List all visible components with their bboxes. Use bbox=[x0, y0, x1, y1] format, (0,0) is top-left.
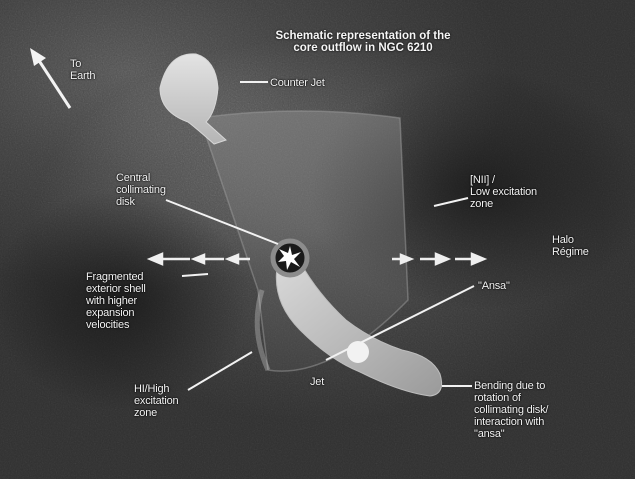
bending-label: Bending due to rotation of collimating d… bbox=[474, 380, 548, 440]
to-earth-arrow-shaft bbox=[36, 56, 70, 108]
fragmented-shell-label: Fragmented exterior shell with higher ex… bbox=[86, 271, 146, 331]
jet-label: Jet bbox=[310, 376, 324, 388]
counter-jet-shape bbox=[160, 54, 226, 144]
to-earth-label: To Earth bbox=[70, 58, 95, 82]
title-line-2: core outflow in NGC 6210 bbox=[238, 42, 488, 54]
to-earth-arrowhead bbox=[30, 48, 46, 66]
central-disk-label: Central collimating disk bbox=[116, 172, 166, 208]
halo-label: Halo Régime bbox=[552, 234, 589, 258]
hi-zone-label: HI/High excitation zone bbox=[134, 383, 178, 419]
diagram-title: Schematic representation of the core out… bbox=[238, 30, 488, 54]
title-line-1: Schematic representation of the bbox=[238, 30, 488, 42]
nii-zone-label: [NII] / Low excitation zone bbox=[470, 174, 537, 210]
counter-jet-label: Counter Jet bbox=[270, 77, 325, 89]
ansa-label: "Ansa" bbox=[478, 280, 510, 292]
